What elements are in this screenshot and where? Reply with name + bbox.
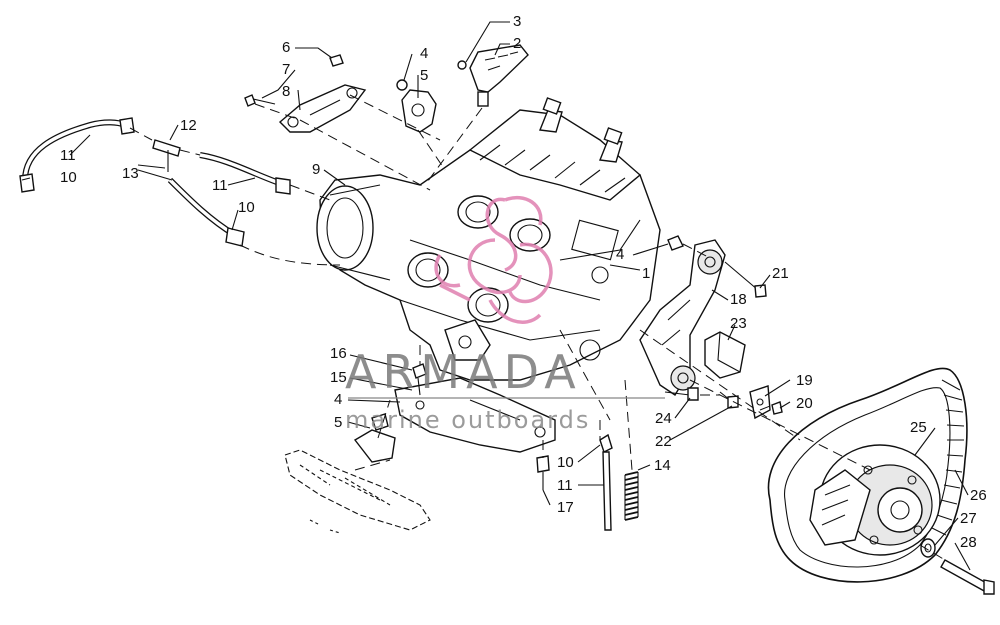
engine-mount-top [396, 79, 437, 133]
callout-23: 23 [730, 315, 747, 332]
bolt-22 [719, 391, 739, 409]
callout-12: 12 [180, 117, 197, 134]
callout-15: 15 [330, 369, 347, 386]
watermark-brand: ARMADA [345, 345, 582, 399]
bolt-16 [412, 363, 427, 396]
callout-2: 2 [513, 35, 521, 52]
spring [624, 471, 639, 521]
callout-5-lower: 5 [334, 414, 342, 431]
nut-4-right [667, 235, 684, 251]
callout-11-mid: 11 [212, 177, 228, 194]
recoil-handle [457, 44, 529, 107]
pull-rod [599, 433, 613, 531]
callout-6: 6 [282, 39, 290, 56]
chassis-ghost [284, 449, 431, 534]
callout-14: 14 [654, 457, 671, 474]
top-mount-bracket [278, 84, 367, 133]
mount-block [704, 331, 746, 379]
callout-26: 26 [970, 487, 987, 504]
watermark: ARMADA marine outboards [345, 195, 665, 434]
callout-4-top: 4 [420, 45, 428, 62]
lower-plate [394, 377, 556, 453]
callout-20: 20 [796, 395, 813, 412]
callout-24: 24 [655, 410, 672, 427]
callout-4-right: 4 [616, 246, 624, 263]
callout-21: 21 [772, 265, 789, 282]
right-mount-bracket [639, 239, 726, 396]
callout-7: 7 [282, 61, 290, 78]
washer [920, 538, 936, 558]
alignment-lines [129, 94, 946, 561]
bolt-7 [244, 94, 276, 107]
fuel-lines [19, 117, 291, 247]
bolt-24 [664, 387, 699, 401]
callout-labels: 3 2 6 7 8 4 5 12 9 11 10 13 11 10 4 1 21… [60, 13, 987, 551]
callout-17: 17 [557, 499, 574, 516]
callout-25: 25 [910, 419, 927, 436]
callout-10-lower: 10 [557, 454, 574, 471]
callout-3: 3 [513, 13, 521, 30]
nut-6 [329, 54, 344, 67]
callout-9: 9 [312, 161, 320, 178]
callout-27: 27 [960, 510, 977, 527]
nut-20 [771, 401, 783, 415]
callout-5-top: 5 [420, 67, 428, 84]
armada-logo-icon [434, 195, 553, 324]
callout-18: 18 [730, 291, 747, 308]
callout-11-lower: 11 [557, 477, 573, 494]
callout-16: 16 [330, 345, 347, 362]
callout-8: 8 [282, 83, 290, 100]
callout-10-mid: 10 [238, 199, 255, 216]
clutch-bolt [940, 559, 995, 595]
drive-clutch [809, 444, 941, 556]
leader-lines [21, 21, 971, 571]
callout-28: 28 [960, 534, 977, 551]
bolt-17 [536, 455, 550, 490]
callout-13: 13 [122, 165, 139, 182]
callout-4-lower: 4 [334, 391, 342, 408]
small-bracket [749, 385, 771, 420]
callout-1: 1 [642, 265, 650, 282]
watermark-tagline: marine outboards [345, 406, 590, 434]
callout-19: 19 [796, 372, 813, 389]
callout-11-left: 11 [60, 147, 76, 164]
callout-10-left: 10 [60, 169, 77, 186]
callout-22: 22 [655, 433, 672, 450]
